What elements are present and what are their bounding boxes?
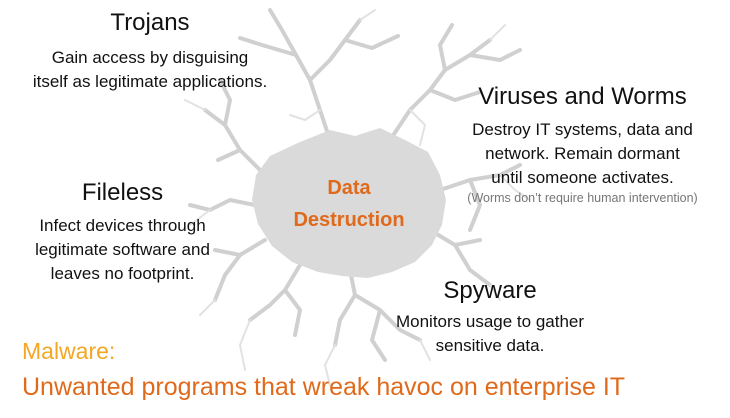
fileless-title: Fileless [81, 179, 164, 206]
spyware-desc-line1: Monitors usage to gather [395, 312, 585, 331]
crack-hole [252, 128, 446, 278]
trojans-desc-line2: itself as legitimate applications. [32, 72, 268, 91]
viruses-desc-line2: network. Remain dormant [485, 144, 680, 163]
malware-heading: Malware: [22, 338, 116, 364]
viruses-block: Viruses and Worms Destroy IT systems, da… [440, 82, 725, 206]
spyware-desc-line2: sensitive data. [435, 336, 545, 355]
spyware-block: Spyware Monitors usage to gather sensiti… [370, 276, 610, 358]
fileless-block: Fileless Infect devices through legitima… [0, 178, 245, 286]
spyware-title: Spyware [443, 277, 537, 304]
center-label: Data Destruction [278, 172, 420, 236]
viruses-note: (Worms don’t require human intervention) [467, 191, 698, 205]
viruses-desc-line1: Destroy IT systems, data and [472, 120, 693, 139]
center-label-line1: Data [327, 177, 371, 199]
fileless-desc-line1: Infect devices through [39, 216, 206, 235]
crack-lines [188, 8, 522, 362]
malware-tagline: Unwanted programs that wreak havoc on en… [22, 373, 626, 401]
viruses-title: Viruses and Worms [478, 83, 687, 110]
center-label-line2: Destruction [293, 209, 405, 231]
crack-fine-lines [184, 9, 531, 386]
viruses-desc-line3: until someone activates. [491, 168, 674, 187]
fileless-desc-line3: leaves no footprint. [50, 264, 195, 283]
fileless-desc-line2: legitimate software and [35, 240, 210, 259]
trojans-block: Trojans Gain access by disguising itself… [0, 8, 300, 94]
trojans-desc-line1: Gain access by disguising [51, 48, 249, 67]
trojans-title: Trojans [110, 9, 190, 36]
